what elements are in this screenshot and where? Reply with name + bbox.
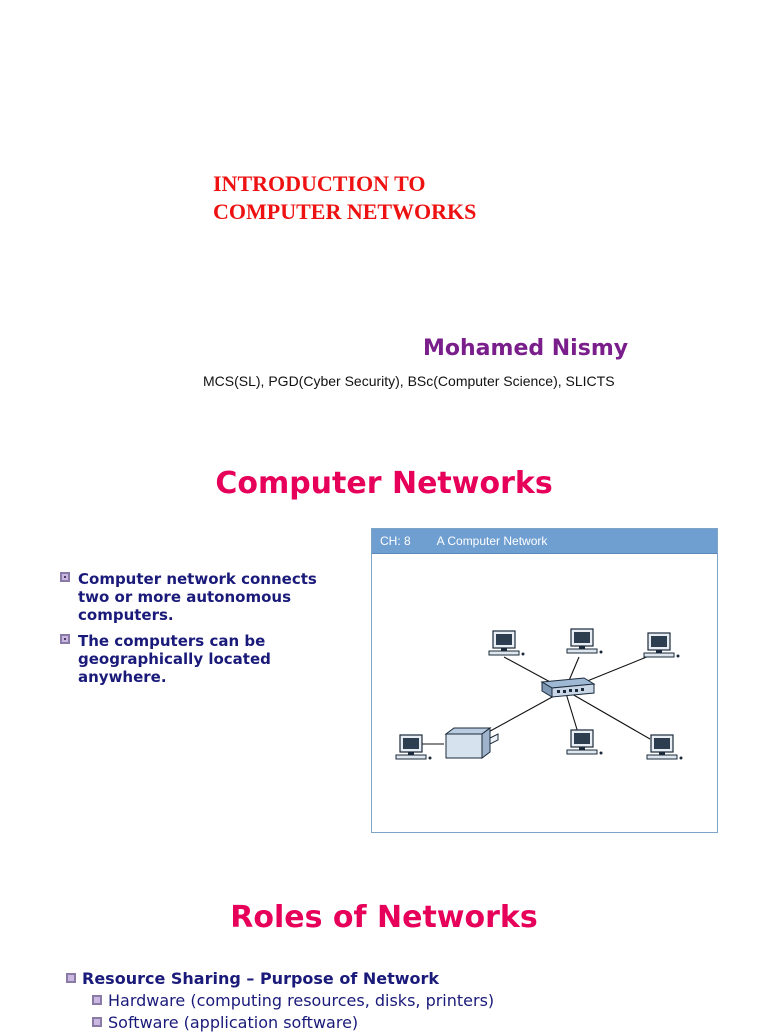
square-bullet-icon xyxy=(92,1017,102,1027)
list-item: Software (application software) xyxy=(90,1012,494,1034)
computer-icon xyxy=(643,632,681,659)
list-item: Computer network connects two or more au… xyxy=(58,570,318,624)
author-name: Mohamed Nismy xyxy=(423,336,629,361)
square-bullet-icon xyxy=(92,995,102,1005)
roles-list: Resource Sharing – Purpose of Network Ha… xyxy=(64,968,494,1034)
network-switch-icon xyxy=(540,677,596,698)
figure-chapter: CH: 8 xyxy=(380,534,411,548)
slide1-title-line1: INTRODUCTION TO xyxy=(213,171,426,196)
computer-icon xyxy=(566,729,604,756)
slide2-title: Computer Networks xyxy=(215,466,553,501)
roles-item-text: Resource Sharing – Purpose of Network xyxy=(82,969,440,988)
network-figure: CH: 8 A Computer Network xyxy=(371,528,718,833)
slide1-title: INTRODUCTION TO COMPUTER NETWORKS xyxy=(213,170,476,226)
computer-icon xyxy=(395,734,433,761)
bullet-text: Computer network connects two or more au… xyxy=(78,570,317,624)
figure-header: CH: 8 A Computer Network xyxy=(372,529,717,554)
computer-icon xyxy=(646,734,684,761)
computer-icon xyxy=(488,630,526,657)
computer-icon xyxy=(566,628,604,655)
roles-item-text: Hardware (computing resources, disks, pr… xyxy=(108,991,495,1010)
list-item: Hardware (computing resources, disks, pr… xyxy=(90,990,494,1012)
list-item: Resource Sharing – Purpose of Network xyxy=(64,968,494,990)
bullet-text: The computers can be geographically loca… xyxy=(78,632,271,686)
square-bullet-icon xyxy=(60,572,70,582)
network-diagram xyxy=(395,628,684,761)
slide2-bullet-list: Computer network connects two or more au… xyxy=(58,570,318,694)
list-item: The computers can be geographically loca… xyxy=(58,632,318,686)
square-bullet-icon xyxy=(60,634,70,644)
square-bullet-icon xyxy=(66,973,76,983)
figure-caption: A Computer Network xyxy=(436,534,548,548)
author-qualifications: MCS(SL), PGD(Cyber Security), BSc(Comput… xyxy=(203,373,615,389)
slide1-title-line2: COMPUTER NETWORKS xyxy=(213,199,477,224)
server-icon xyxy=(444,727,499,759)
roles-item-text: Software (application software) xyxy=(108,1013,359,1032)
slide3-title: Roles of Networks xyxy=(230,900,538,935)
